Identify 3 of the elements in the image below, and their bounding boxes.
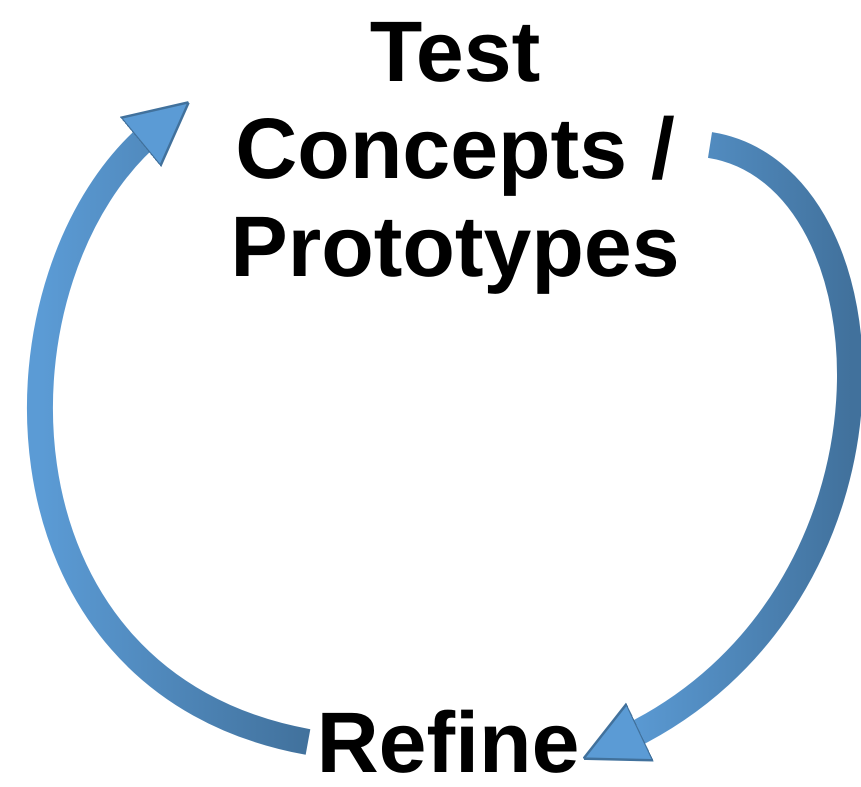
curved-arrow — [584, 132, 861, 764]
node-label: Test Concepts / Prototypes — [229, 4, 681, 296]
node-label: Refine — [316, 694, 580, 787]
